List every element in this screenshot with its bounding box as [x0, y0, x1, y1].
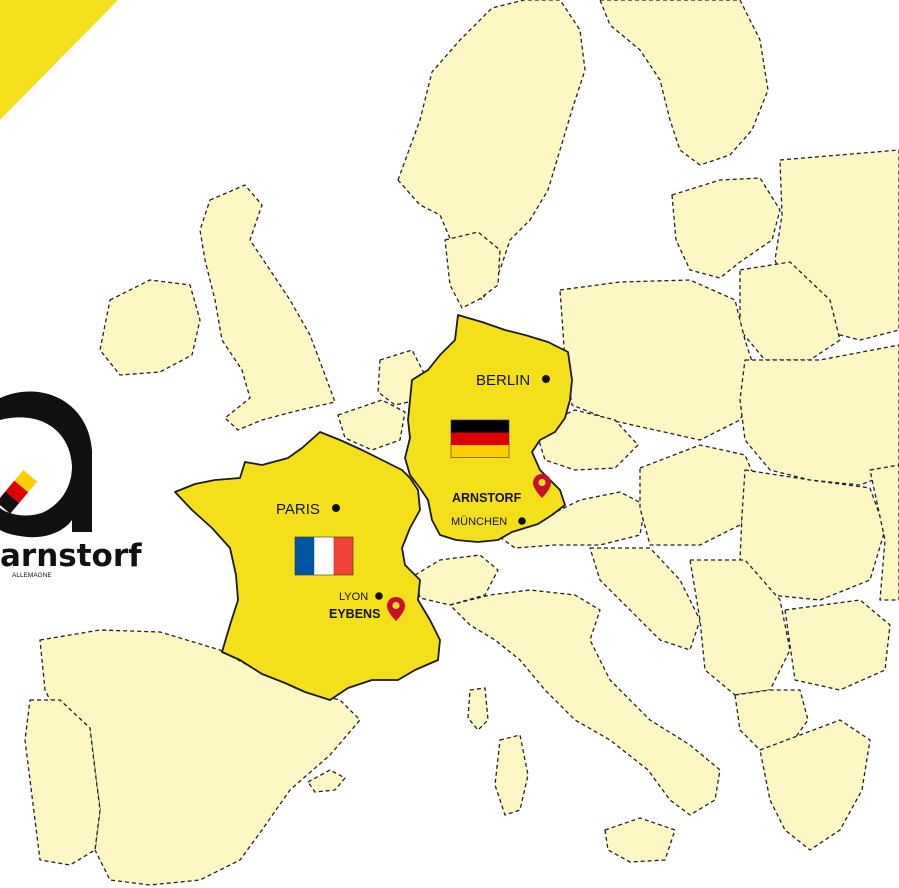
site-label-eybens: EYBENS [329, 607, 380, 621]
map-pin-icon [533, 474, 551, 498]
country-romania [739, 469, 886, 601]
island-balearics [307, 769, 346, 793]
city-dot-lyon [375, 592, 383, 600]
city-dot-paris [332, 504, 340, 512]
country-portugal [24, 699, 101, 866]
city-label-munich: MÜNCHEN [451, 516, 507, 528]
country-poland [559, 279, 759, 441]
arnstorf-logo: arnstorf ALLEMAGNE [0, 391, 142, 579]
country-greece [759, 719, 871, 851]
city-dot-munich [518, 517, 526, 525]
country-belarus [739, 261, 841, 361]
city-label-paris: PARIS [276, 501, 320, 518]
island-sicily [604, 817, 676, 863]
island-sardinia [494, 734, 529, 816]
island-corsica [467, 687, 489, 731]
corner-accent [0, 0, 118, 120]
logo-mark-icon [0, 391, 92, 538]
country-belgium [337, 399, 406, 451]
country-denmark [444, 231, 501, 309]
city-label-berlin: BERLIN [476, 372, 530, 389]
flag-germany-icon [450, 419, 510, 458]
country-italy [449, 589, 721, 816]
country-baltics [671, 177, 781, 279]
city-dot-berlin [542, 375, 550, 383]
country-finland [599, 0, 769, 166]
country-north-macedonia-albania [734, 689, 809, 751]
logo-wordmark: arnstorf [0, 538, 142, 574]
city-label-lyon: LYON [339, 591, 368, 603]
site-label-arnstorf: ARNSTORF [452, 491, 522, 505]
flag-france-icon [294, 536, 354, 576]
country-slovakia-hungary [639, 444, 761, 546]
country-uk [199, 184, 336, 431]
country-austria [489, 491, 646, 549]
logo-subtitle: ALLEMAGNE [12, 572, 52, 579]
country-switzerland [414, 554, 499, 606]
country-ukraine [739, 344, 899, 486]
country-slovenia-croatia [589, 547, 701, 651]
country-moldova-black-sea-coast [869, 464, 899, 601]
country-ireland [99, 279, 201, 376]
map-pin-icon [387, 597, 405, 621]
country-bulgaria [784, 599, 891, 691]
